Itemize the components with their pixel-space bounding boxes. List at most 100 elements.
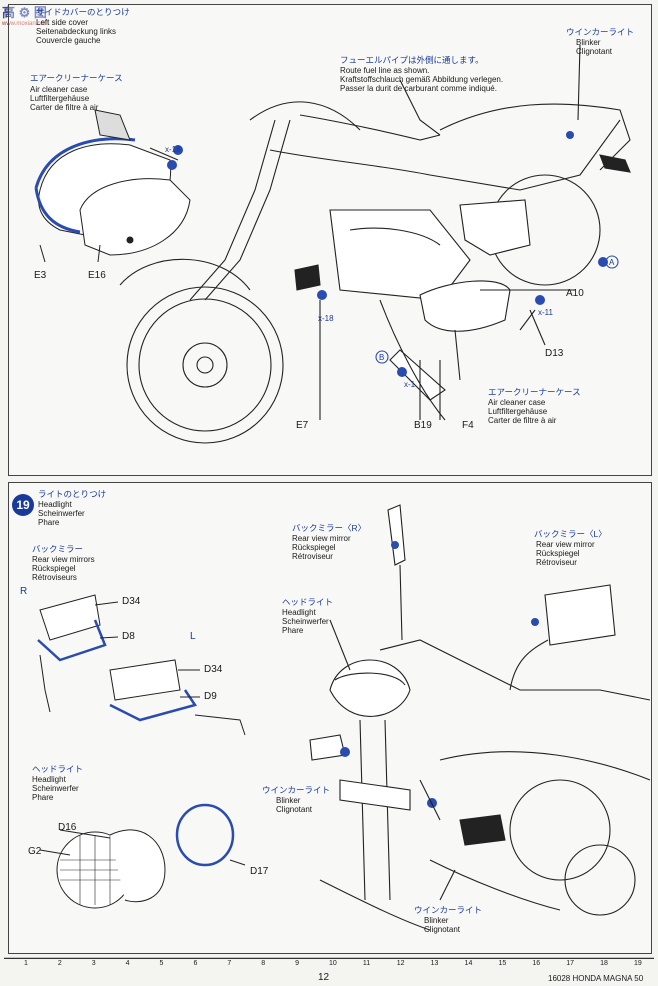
- side-cover-fr: Couvercle gauche: [36, 36, 101, 45]
- headlight3-en: Headlight: [282, 608, 316, 617]
- ruler-mark: 1: [24, 960, 28, 967]
- ruler-mark: 7: [227, 960, 232, 967]
- ruler-mark: 13: [430, 960, 439, 967]
- mirror-r-mark: R: [20, 586, 28, 597]
- air-cleaner2-jp: エアークリーナーケース: [488, 387, 581, 397]
- side-cover-jp: サイドカバーのとりつけ: [36, 7, 130, 17]
- headlight3-de: Scheinwerfer: [282, 617, 329, 626]
- headlight2-fr: Phare: [32, 793, 54, 802]
- part-d9: D9: [204, 691, 217, 702]
- ruler-mark: 11: [362, 960, 371, 967]
- mark-b: B: [379, 353, 385, 362]
- ruler-mark: 10: [329, 960, 337, 967]
- part-f4: F4: [462, 420, 474, 431]
- air-cleaner2-fr: Carter de filtre à air: [488, 416, 557, 425]
- air-cleaner-fr: Carter de filtre à air: [30, 103, 99, 112]
- part-e3: E3: [34, 270, 47, 281]
- page-number: 12: [318, 972, 330, 983]
- headlight-shell: [109, 829, 166, 903]
- blinker1-fr: Clignotant: [276, 805, 313, 814]
- fuel-note-de: Kraftstoffschlauch gemäß Abbildung verle…: [340, 75, 504, 84]
- blinker1-en: Blinker: [276, 796, 301, 805]
- headlight-jp: ライトのとりつけ: [38, 489, 107, 499]
- ruler-mark: 14: [464, 960, 473, 967]
- screw-x11: x-11: [538, 308, 553, 317]
- ruler-mark: 5: [159, 960, 164, 967]
- watermark-logo: 高 ⚙ 图 www.moxian.com: [2, 5, 49, 27]
- mirror-l-de: Rückspiegel: [536, 549, 580, 558]
- step19-number: 19: [12, 494, 34, 516]
- side-cover-en: Left side cover: [36, 18, 89, 27]
- mirrors-fr: Rétroviseurs: [32, 573, 77, 582]
- mirrors-de: Rückspiegel: [32, 564, 76, 573]
- blinker-fr: Clignotant: [576, 47, 613, 56]
- part-d13: D13: [545, 348, 564, 359]
- ruler-mark: 6: [193, 960, 198, 967]
- blinker2-fr: Clignotant: [424, 925, 461, 934]
- mirror-r-fr: Rétroviseur: [292, 552, 333, 561]
- blinker2-jp: ウインカーライト: [414, 905, 483, 915]
- part-d16: D16: [58, 822, 77, 833]
- screw-x18-a: x-18: [165, 145, 181, 154]
- front-wheel: [126, 286, 284, 444]
- part-e16: E16: [88, 270, 106, 281]
- side-cover-de: Seitenabdeckung links: [36, 27, 117, 36]
- ruler-mark: 4: [125, 960, 130, 967]
- mirrors-jp: バックミラー: [32, 544, 84, 554]
- mirror-l-en: Rear view mirror: [536, 540, 595, 549]
- ruler-mark: 15: [498, 960, 507, 967]
- mirror-r-de: Rückspiegel: [292, 543, 336, 552]
- ruler-mark: 18: [600, 960, 608, 967]
- mark-a: A: [609, 258, 615, 267]
- ruler-mark: 17: [566, 960, 575, 967]
- fuel-note-fr: Passer la durit de carburant comme indiq…: [340, 84, 497, 93]
- mirror-l-mark: L: [190, 631, 196, 642]
- ruler-mark: 2: [57, 960, 62, 967]
- mirror-r-jp: バックミラー〈R〉: [292, 523, 367, 533]
- mirrors-en: Rear view mirrors: [32, 555, 95, 564]
- headlight3-jp: ヘッドライト: [282, 597, 334, 607]
- fuel-note-jp: フューエルパイプは外側に通します。: [340, 55, 484, 65]
- mirror-r-glass: [39, 594, 101, 641]
- blinker1-jp: ウインカーライト: [262, 785, 331, 795]
- air-cleaner-case-2: [419, 280, 511, 332]
- headlight-en: Headlight: [38, 500, 72, 509]
- headlight-de: Scheinwerfer: [38, 509, 85, 518]
- headlight2-de: Scheinwerfer: [32, 784, 79, 793]
- air-cleaner2-de: Luftfiltergehäuse: [488, 407, 548, 416]
- headlight2-en: Headlight: [32, 775, 66, 784]
- model-name: 16028 HONDA MAGNA 50: [548, 974, 644, 983]
- screw-x1: x-1: [404, 380, 416, 389]
- part-d34-b: D34: [204, 664, 223, 675]
- ruler-mark: 9: [295, 960, 300, 967]
- air-cleaner-case: [79, 178, 191, 256]
- mirror-l-assembly: [544, 584, 616, 646]
- air-cleaner-en: Air cleaner case: [30, 85, 88, 94]
- headlight2-jp: ヘッドライト: [32, 764, 84, 774]
- mirror-l-fr: Rétroviseur: [536, 558, 577, 567]
- part-a10: A10: [566, 288, 584, 299]
- ruler-mark: 19: [634, 960, 642, 967]
- fuel-note-en: Route fuel line as shown.: [340, 66, 430, 75]
- mirror-l-jp: バックミラー〈L〉: [534, 529, 607, 539]
- part-b19: B19: [414, 420, 432, 431]
- part-d17: D17: [250, 866, 269, 877]
- headlight-fr: Phare: [38, 518, 60, 527]
- air-cleaner-jp: エアークリーナーケース: [30, 73, 123, 83]
- air-cleaner-de: Luftfiltergehäuse: [30, 94, 90, 103]
- ruler-mark: 16: [532, 960, 541, 967]
- mirror-r-assembly: [387, 504, 406, 566]
- screw-x18-b: x-18: [318, 314, 334, 323]
- air-cleaner2-en: Air cleaner case: [488, 398, 546, 407]
- right-side-cover: [459, 199, 531, 256]
- ruler-mark: 12: [396, 960, 405, 967]
- ruler-mark: 8: [261, 960, 266, 967]
- headlight3-fr: Phare: [282, 626, 304, 635]
- blinker-jp: ウインカーライト: [566, 27, 635, 37]
- part-g2: G2: [28, 846, 42, 857]
- blinker2-en: Blinker: [424, 916, 449, 925]
- part-d34-a: D34: [122, 596, 141, 607]
